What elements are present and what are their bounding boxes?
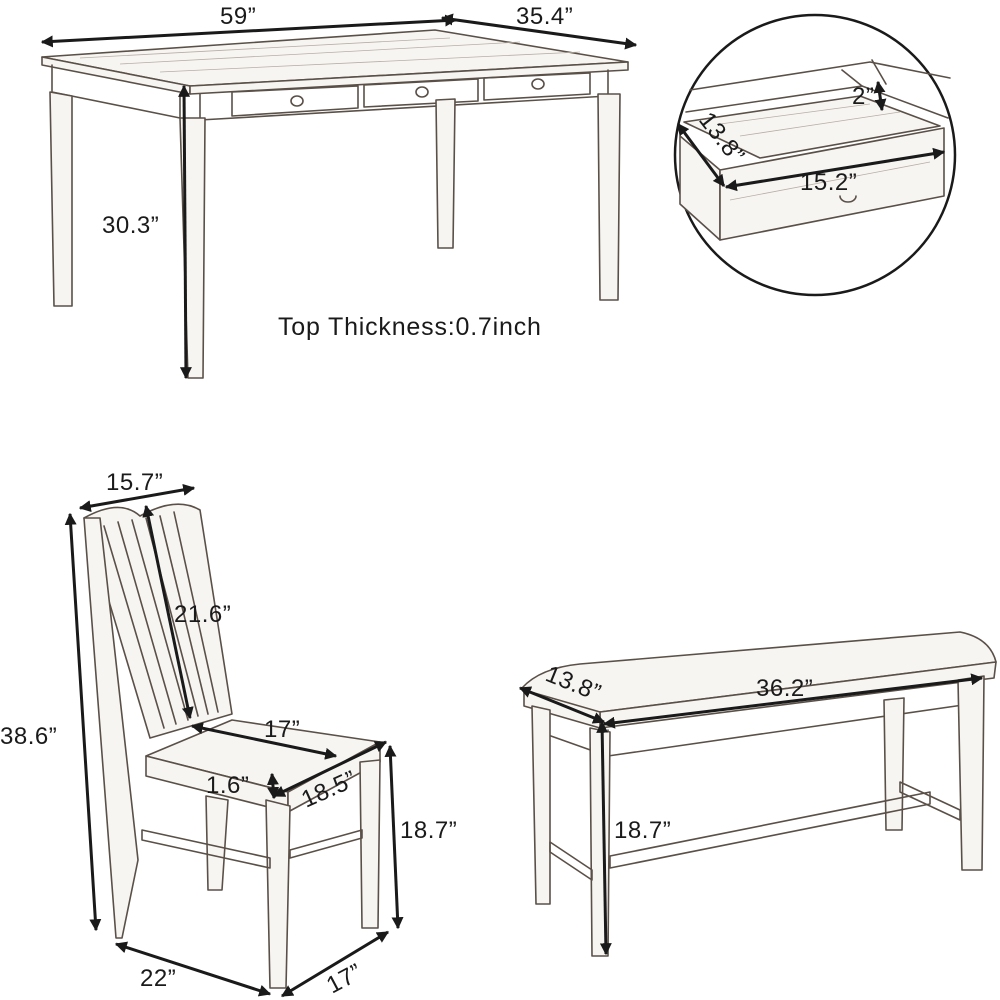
chair-back-height-arrow — [142, 504, 194, 720]
chair-base-depth-arrow — [114, 941, 272, 997]
drawer-width-label: 15.2” — [800, 169, 857, 196]
chair-seat-depth-arrow — [272, 740, 388, 798]
chair-drawing — [83, 503, 381, 989]
drawer-detail-callout — [673, 13, 957, 297]
chair-base-width-arrow — [280, 930, 390, 998]
chair-cushion-arrow — [266, 772, 280, 800]
drawer-height-label: 2” — [852, 83, 874, 110]
bench-height-arrow — [596, 720, 612, 956]
drawer-depth-arrow — [676, 123, 726, 187]
chair-total-height-arrow — [64, 512, 102, 932]
table-length-arrow — [40, 14, 458, 48]
chair-seat-height-arrow — [384, 744, 404, 930]
drawer-width-arrow — [724, 147, 946, 192]
bench-length-label: 36.2” — [756, 675, 813, 702]
chair-seat-height-label: 18.7” — [400, 817, 457, 844]
table-height-label: 30.3” — [102, 212, 159, 239]
chair-total-height-label: 38.6” — [0, 723, 57, 750]
bench-height-label: 18.7” — [614, 817, 671, 844]
bench-depth-arrow — [518, 686, 606, 724]
table-width-arrow — [440, 13, 638, 50]
table-length-label: 59” — [220, 3, 256, 30]
table-height-arrow — [178, 84, 192, 380]
chair-back-width-arrow — [78, 483, 196, 513]
table-width-label: 35.4” — [516, 3, 573, 30]
chair-back-width-label: 15.7” — [106, 469, 163, 496]
chair-back-height-label: 21.6” — [174, 601, 231, 628]
drawer-height-arrow — [873, 80, 887, 112]
chair-cushion-label: 1.6” — [206, 772, 249, 799]
top-thickness-note: Top Thickness:0.7inch — [278, 313, 542, 341]
chair-seat-width-label: 17” — [264, 716, 300, 743]
chair-base-width-label: 17” — [322, 958, 367, 999]
chair-base-depth-label: 22” — [140, 965, 176, 992]
bench-length-arrow — [602, 673, 984, 729]
